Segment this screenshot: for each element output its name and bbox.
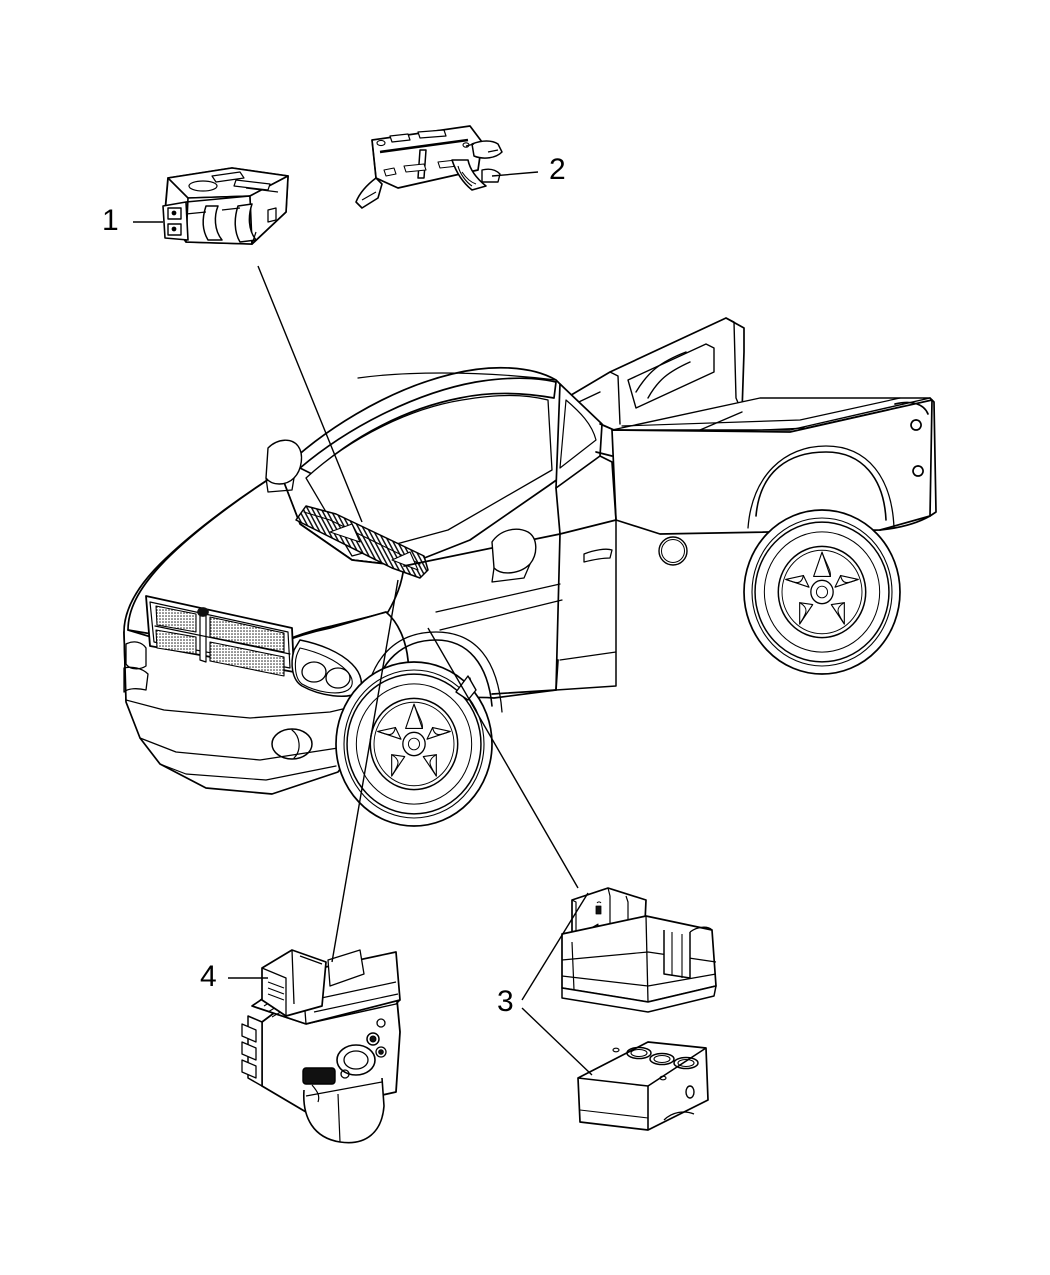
front-wheel: [335, 661, 493, 827]
rear-wheel: [743, 509, 901, 675]
leader-3-to-truck: [427, 627, 579, 889]
part-3-brake-module: [561, 887, 717, 1131]
part-2-mounting-bracket: [355, 125, 503, 209]
callout-number-1: 1: [102, 204, 119, 237]
leader-2-bracket: [491, 171, 539, 177]
bed-exterior: [611, 397, 937, 566]
callout-number-4: 4: [200, 960, 217, 993]
leader-3-lower: [521, 1007, 593, 1076]
leader-3-upper: [521, 892, 589, 1001]
front-end: [123, 595, 365, 795]
truck-illustration: [123, 317, 937, 827]
callout-number-2: 2: [549, 153, 566, 186]
leader-lines: [133, 171, 593, 1076]
leader-1-to-cowl: [257, 265, 363, 523]
part-4-abs-hydraulic-unit: [241, 949, 401, 1144]
leader-4-to-truck: [331, 579, 399, 963]
part-1-control-module: [162, 167, 289, 245]
callout-number-3: 3: [497, 985, 514, 1018]
